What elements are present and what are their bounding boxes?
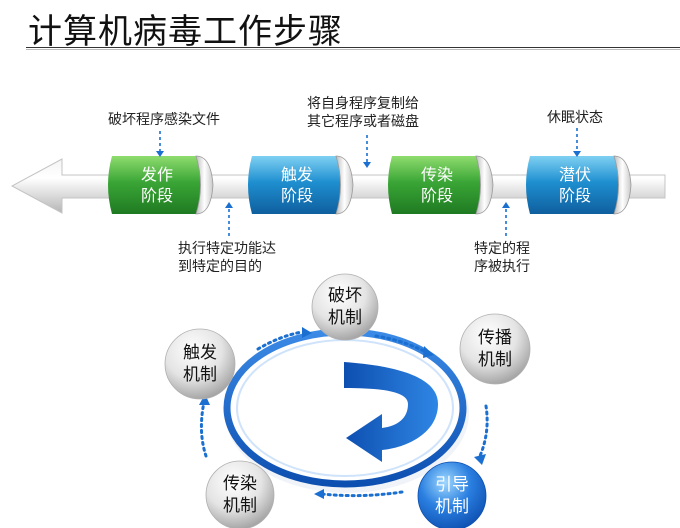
note-copy-self-line1: 将自身程序复制给 (307, 96, 419, 112)
cycle-center-arrow (344, 362, 438, 462)
note-connectors (159, 128, 578, 236)
note-damage-infect-files: 破坏程序感染文件 (108, 112, 220, 128)
stage-capsule-2 (248, 155, 354, 215)
note-execute-function-line2: 到特定的目的 (178, 259, 262, 275)
stage-capsule-4 (526, 155, 632, 215)
title-divider-shadow (26, 49, 680, 50)
title-divider (26, 47, 680, 48)
cycle-dotted-arrows (199, 330, 489, 498)
mechanism-sphere-2 (311, 273, 379, 341)
page-title: 计算机病毒工作步骤 (28, 12, 343, 52)
mechanism-sphere-1 (164, 328, 236, 400)
stage-capsule-1 (108, 155, 214, 215)
note-program-executed-line2: 序被执行 (474, 259, 530, 275)
note-dormant-state: 休眠状态 (547, 110, 603, 126)
mechanism-sphere-4 (417, 461, 487, 528)
stage-capsule-3 (388, 155, 494, 215)
note-program-executed-line1: 特定的程 (474, 241, 530, 257)
connector-arrowheads (156, 151, 581, 208)
note-copy-self-line2: 其它程序或者磁盘 (307, 114, 419, 130)
mechanism-sphere-5 (205, 460, 275, 528)
cycle-dotted-arrowheads (199, 327, 486, 499)
mechanism-sphere-3 (459, 313, 531, 385)
note-execute-function-line1: 执行特定功能达 (178, 241, 276, 257)
